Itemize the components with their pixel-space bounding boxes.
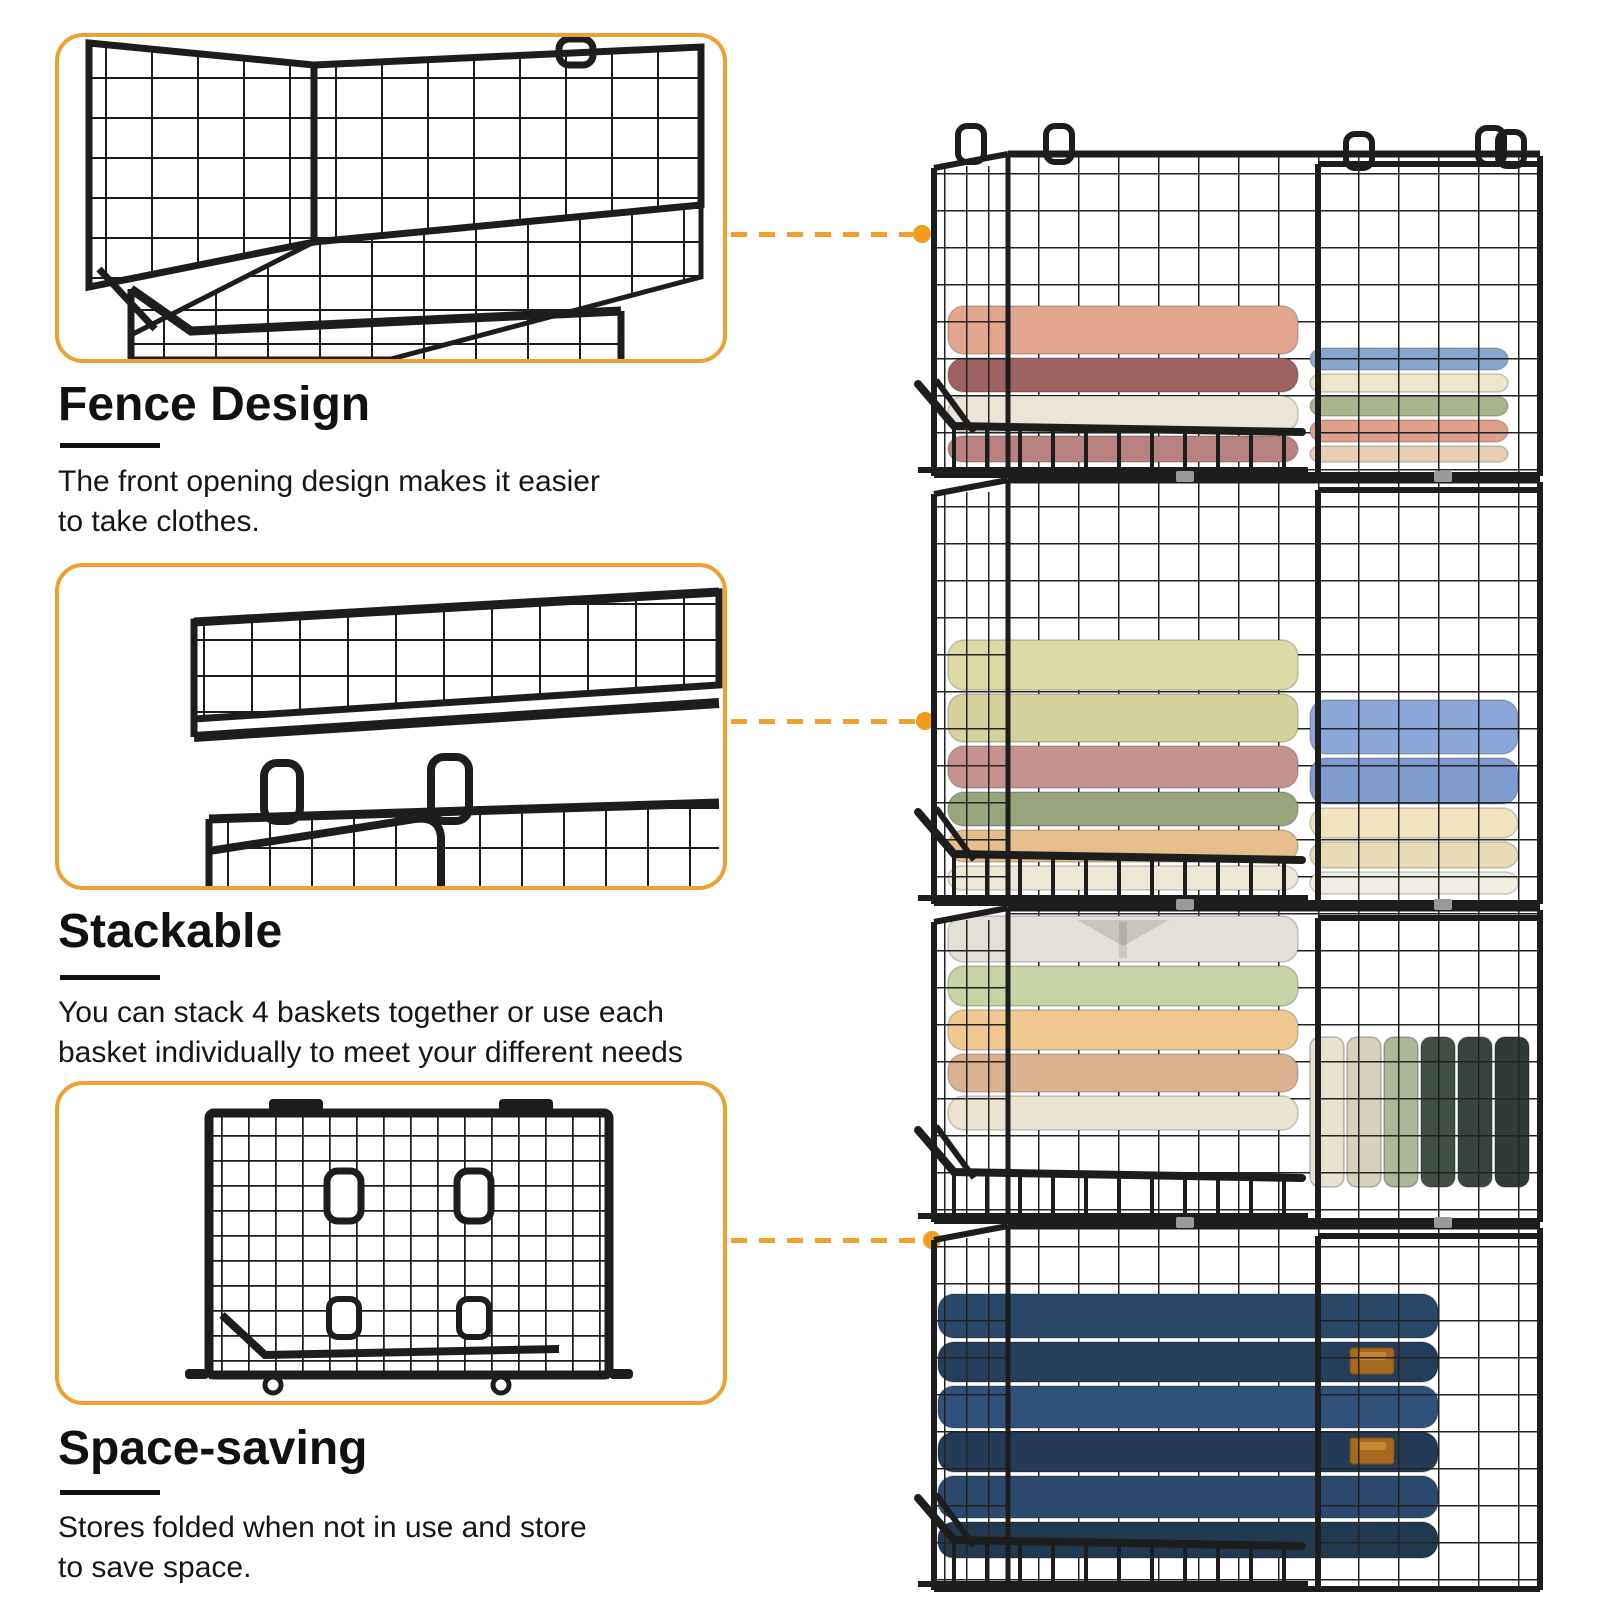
section-body-space-saving: Stores folded when not in use and store … bbox=[58, 1511, 587, 1584]
basket-1 bbox=[914, 123, 1543, 478]
flat-folded-basket-illustration bbox=[185, 1099, 633, 1396]
basket-4 bbox=[914, 1217, 1543, 1592]
callout-connector-line-2 bbox=[731, 719, 916, 724]
stacking-hook bbox=[955, 123, 987, 165]
stack-connector-clip bbox=[1434, 1217, 1452, 1228]
callout-connector-dot-1 bbox=[913, 225, 931, 243]
heading-underline-stackable bbox=[60, 975, 160, 980]
stack-connector-clip bbox=[1176, 471, 1194, 482]
stack-connector-clip bbox=[1434, 471, 1452, 482]
callout-connector-dot-2 bbox=[916, 712, 934, 730]
stacked-wire-baskets-product-photo bbox=[914, 123, 1543, 1592]
section-body-stackable: You can stack 4 baskets together or use … bbox=[58, 996, 683, 1069]
basket-3 bbox=[914, 899, 1543, 1224]
stacking-hook bbox=[1043, 123, 1075, 165]
callout-box-stackable bbox=[55, 563, 727, 890]
basket-stacking-detail-illustration bbox=[190, 587, 723, 886]
callout-box-space-saving bbox=[55, 1081, 727, 1405]
stack-connector-clip bbox=[1176, 1217, 1194, 1228]
stack-connector-clip bbox=[1176, 899, 1194, 910]
heading-underline-space-saving bbox=[60, 1490, 160, 1495]
section-heading-fence-design: Fence Design bbox=[58, 378, 371, 431]
section-heading-stackable: Stackable bbox=[58, 905, 283, 958]
callout-connector-line-3 bbox=[731, 1238, 923, 1243]
basket-2 bbox=[914, 471, 1543, 906]
callout-box-fence-design bbox=[55, 33, 727, 363]
callout-connector-line-1 bbox=[731, 232, 913, 237]
open-front-wire-basket-illustration bbox=[85, 37, 705, 359]
stacking-hook bbox=[1495, 129, 1527, 169]
stacking-hook bbox=[1343, 131, 1375, 171]
section-heading-space-saving: Space-saving bbox=[58, 1422, 368, 1475]
stack-connector-clip bbox=[1434, 899, 1452, 910]
heading-underline-fence-design bbox=[60, 443, 160, 448]
section-body-fence-design: The front opening design makes it easier… bbox=[58, 465, 600, 538]
stacking-hook bbox=[1475, 125, 1507, 167]
